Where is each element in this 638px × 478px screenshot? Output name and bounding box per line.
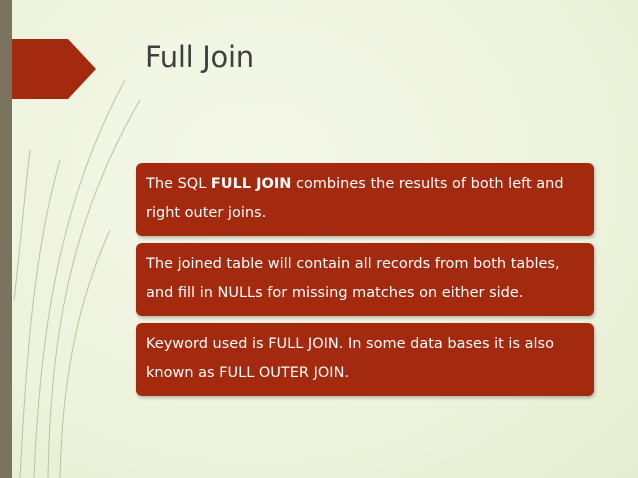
left-bar (0, 0, 12, 478)
box-1-bold-keyword: FULL JOIN (210, 176, 292, 192)
deco-line (13, 149, 31, 301)
deco-line (47, 99, 141, 478)
box-3-text: Keyword used is FULL JOIN. In some data … (146, 336, 554, 381)
content-box-1: The SQL FULL JOIN combines the results o… (136, 163, 594, 236)
box-2-text: The joined table will contain all record… (146, 256, 560, 301)
deco-line (33, 79, 126, 478)
title-arrow-shape (12, 39, 96, 99)
title-arrow (12, 39, 96, 99)
decorative-lines (13, 79, 141, 478)
content-box-2: The joined table will contain all record… (136, 243, 594, 316)
deco-line (59, 229, 111, 478)
content-box-3: Keyword used is FULL JOIN. In some data … (136, 323, 594, 396)
box-1-text-end: combines the results of both left and ri… (146, 176, 564, 221)
box-1-text-start: The SQL (146, 176, 211, 192)
page-title: Full Join (145, 40, 254, 74)
deco-line (19, 159, 61, 478)
